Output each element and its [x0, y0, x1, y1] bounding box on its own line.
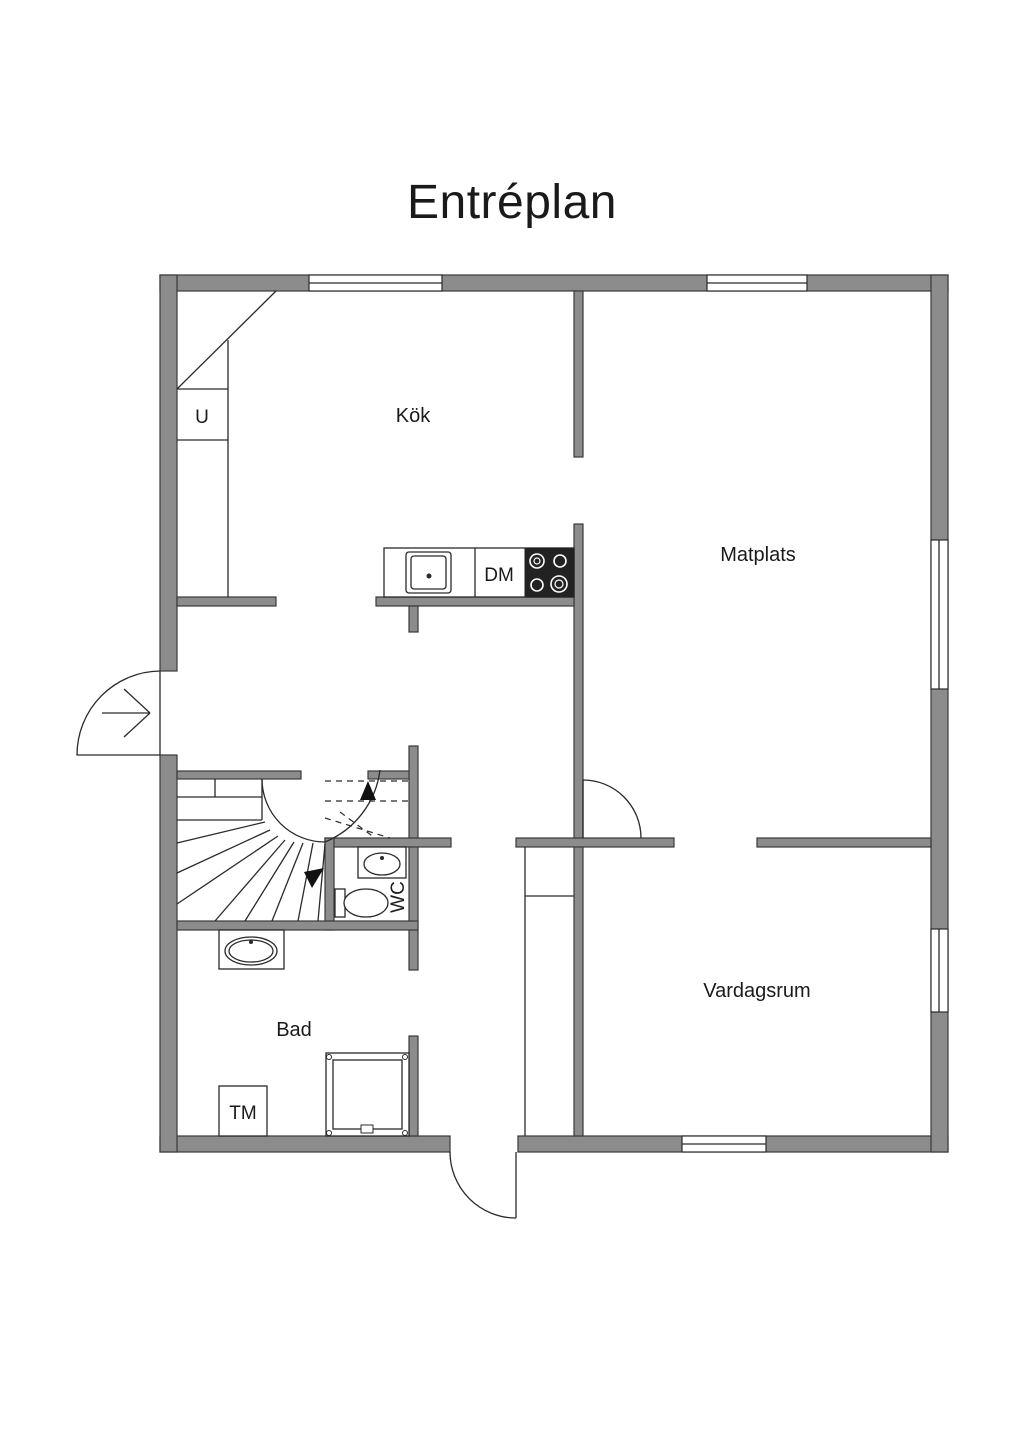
room-label-living: Vardagsrum	[703, 980, 810, 1002]
washing-machine-label: TM	[229, 1103, 256, 1124]
room-label-bathroom: Bad	[276, 1019, 312, 1041]
wall-dining-living-right	[756, 837, 932, 848]
wall-kitchen-dining-lower	[573, 523, 584, 1137]
kitchen-counter: DM	[383, 547, 575, 598]
entrance-door	[76, 670, 161, 756]
wall-stair-landing	[367, 770, 414, 780]
hall-closet	[524, 847, 574, 1136]
outer-wall-right	[930, 274, 949, 1153]
storage-cabinet: U	[176, 290, 277, 597]
page-title: Entréplan	[407, 176, 617, 229]
triangle-up-icon	[360, 781, 376, 800]
outer-wall-bottom	[159, 1135, 451, 1153]
room-label-dining: Matplats	[720, 544, 796, 566]
outer-wall-left-lower	[159, 754, 178, 1153]
outer-wall-top	[159, 274, 949, 292]
staircase	[176, 769, 409, 922]
bathroom-fixtures: TM	[218, 929, 410, 1137]
interior-door	[582, 779, 642, 839]
wall-counter-base	[375, 596, 575, 607]
wall-wc-right-upper	[408, 745, 419, 971]
windows	[308, 274, 949, 1153]
wall-counter-stub	[408, 605, 419, 633]
wc-room: WC	[334, 846, 409, 918]
room-label-kitchen: Kök	[396, 405, 431, 427]
stair-direction-arrow	[304, 868, 324, 888]
wall-hall-left	[176, 596, 277, 607]
wall-bath-top	[176, 920, 419, 931]
outer-wall-left-upper	[159, 274, 178, 672]
wc-label: WC	[388, 881, 409, 913]
wall-kitchen-dining-upper	[573, 290, 584, 458]
wall-wc-top	[324, 837, 452, 848]
wall-stair-top	[176, 770, 302, 780]
arrow-right-icon	[102, 688, 151, 738]
toilet-bowl	[343, 888, 389, 918]
wall-dining-living-left	[515, 837, 675, 848]
storage-label: U	[195, 407, 209, 428]
bottom-door	[449, 1151, 517, 1219]
wall-bath-right	[408, 1035, 419, 1137]
interior-walls	[176, 290, 932, 1137]
dishwasher-label: DM	[484, 565, 514, 586]
washing-machine	[218, 1085, 268, 1137]
wall-wc-left	[324, 837, 335, 931]
